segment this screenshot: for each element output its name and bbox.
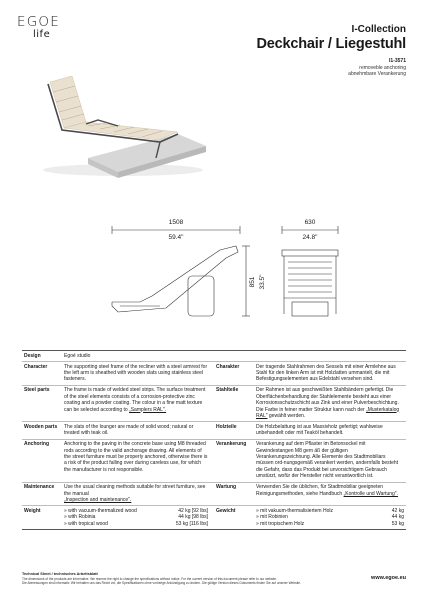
spec-row-steel: Steel parts The frame is made of welded … bbox=[22, 384, 406, 422]
anchoring-label-en: Anchoring bbox=[22, 438, 62, 483]
maintenance-label-en: Maintenance bbox=[22, 481, 62, 506]
steel-label-de: Stahlteile bbox=[214, 384, 254, 422]
footer-disclaimer-de: Die Abmessungen sind informativ. Wir beh… bbox=[22, 581, 301, 586]
steel-text-en: The frame is made of welded steel strips… bbox=[64, 387, 206, 413]
spec-row-anchoring: Anchoring Anchoring to the paving in the… bbox=[22, 438, 406, 483]
design-value: Egoé studio bbox=[62, 350, 406, 362]
character-label-de: Charakter bbox=[214, 360, 254, 386]
height-in: 33.5" bbox=[259, 274, 266, 290]
anchoring-note-de: abnehmbare Verankerung bbox=[348, 71, 406, 77]
anchoring-label-de: Verankerung bbox=[214, 438, 254, 483]
spec-row-design: Design Egoé studio bbox=[22, 350, 406, 362]
weight-label-en: Weight bbox=[22, 505, 62, 531]
wood-text-de: Die Holzbelattung ist aus Massivholz gef… bbox=[254, 421, 406, 440]
samplers-ral-link[interactable]: „Samplers RAL". bbox=[129, 406, 167, 413]
anchoring-note-en: removeble anchoring bbox=[359, 65, 406, 71]
footer: Technical Sheet / technisches Arbeitsbla… bbox=[22, 572, 406, 586]
spec-row-wood: Wooden parts The slats of the lounger ar… bbox=[22, 421, 406, 440]
spec-row-maintenance: Maintenance Use the usual cleaning metho… bbox=[22, 481, 406, 506]
length-mm: 1508 bbox=[169, 219, 184, 226]
width-in: 24.8" bbox=[303, 234, 319, 241]
collection-name: I-Collection bbox=[351, 24, 406, 35]
steel-cell-de: Der Rahmen ist aus geschweißten Stahlbän… bbox=[254, 384, 406, 422]
maintenance-text-de: Verwenden Sie die üblichen, für Stadtmob… bbox=[256, 484, 384, 497]
product-photo bbox=[43, 75, 206, 178]
height-mm: 851 bbox=[249, 276, 256, 287]
maintenance-text-en: Use the usual cleaning methods suitable … bbox=[64, 484, 206, 497]
width-mm: 630 bbox=[305, 219, 316, 226]
footer-title: Technical Sheet / technisches Arbeitsbla… bbox=[22, 572, 98, 576]
steel-label-en: Steel parts bbox=[22, 384, 62, 422]
page-title: Deckchair / Liegestuhl bbox=[256, 36, 406, 52]
spec-row-character: Character The supporting steel frame of … bbox=[22, 360, 406, 386]
musterkatalog-ral-link[interactable]: „Musterkatalog RAL" bbox=[256, 406, 400, 419]
steel-text-de: Der Rahmen ist aus geschweißten Stahlbän… bbox=[256, 387, 399, 413]
spec-table: Design Egoé studio Character The support… bbox=[22, 350, 406, 531]
weight-label-de: Gewicht bbox=[214, 505, 254, 531]
website-link[interactable]: www.egoe.eu bbox=[371, 575, 406, 581]
design-label: Design bbox=[22, 350, 62, 362]
footer-disclaimer-en: The dimensions of the products are infor… bbox=[22, 577, 277, 582]
document-header: I-Collection Deckchair / Liegestuhl I1-3… bbox=[256, 24, 406, 77]
character-label-en: Character bbox=[22, 360, 62, 386]
kontrolle-wartung-link[interactable]: „Kontrolle und Wartung". bbox=[343, 490, 398, 497]
steel-tail-de: gewählt werden. bbox=[268, 412, 306, 419]
wood-text-en: The slats of the lounger are made of sol… bbox=[62, 421, 214, 440]
wood-label-en: Wooden parts bbox=[22, 421, 62, 440]
egoe-logo[interactable]: EGOE life bbox=[17, 14, 60, 40]
anchoring-text-de: Verankerung auf dem Pflaster im Betonsoc… bbox=[254, 438, 406, 483]
anchoring-text-en: Anchoring to the paving in the concrete … bbox=[62, 438, 214, 483]
character-text-de: Der tragende Stahlrahmen des Sessels mit… bbox=[254, 360, 406, 386]
maintenance-cell-de: Verwenden Sie die üblichen, für Stadtmob… bbox=[254, 481, 406, 506]
wood-label-de: Holzteile bbox=[214, 421, 254, 440]
technical-drawing: 1508 59.4" 630 24.8" 851 33.5" bbox=[111, 219, 339, 317]
product-code: I1-3571 bbox=[389, 58, 406, 64]
length-in: 59.4" bbox=[169, 234, 185, 241]
maintenance-label-de: Wartung bbox=[214, 481, 254, 506]
steel-cell-en: The frame is made of welded steel strips… bbox=[62, 384, 214, 422]
character-text-en: The supporting steel frame of the reclin… bbox=[62, 360, 214, 386]
brand-name: EGOE bbox=[17, 14, 60, 30]
maintenance-cell-en: Use the usual cleaning methods suitable … bbox=[62, 481, 214, 506]
inspection-maintenance-link[interactable]: „Inspection and maintenance". bbox=[64, 496, 132, 503]
brand-sub: life bbox=[33, 28, 51, 40]
